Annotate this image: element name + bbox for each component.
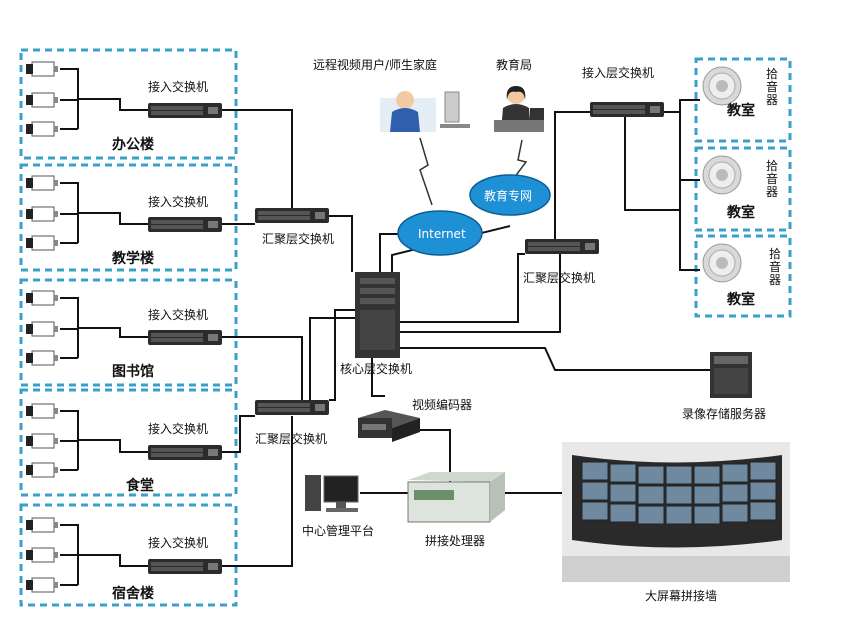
box-classroom-2 — [694, 146, 792, 232]
camera-icon — [25, 403, 59, 419]
aggregation-switch-top-label: 汇聚层交换机 — [262, 232, 335, 246]
switch-icon — [148, 217, 222, 232]
switch-icon — [148, 103, 222, 118]
storage-server-icon — [710, 352, 752, 398]
box-office — [19, 48, 238, 160]
box-classroom-1 — [694, 57, 792, 143]
box-dorm — [19, 503, 238, 607]
camera-icon — [25, 462, 59, 478]
camera-icon — [25, 577, 59, 593]
education-bureau-label: 教育局 — [496, 58, 533, 72]
camera-icon — [25, 290, 59, 306]
camera-icon — [25, 175, 59, 191]
switch-icon — [148, 330, 222, 345]
splicing-processor-label: 拼接处理器 — [425, 534, 486, 548]
aggregation-switch-bottom-icon — [255, 400, 329, 415]
camera-icon — [25, 321, 59, 337]
aggregation-switch-top-icon — [255, 208, 329, 223]
network-links — [222, 99, 710, 567]
pickup-mic-icon — [702, 243, 742, 283]
right-access-switch-label: 接入层交换机 — [582, 66, 655, 80]
camera-icon — [25, 206, 59, 222]
camera-wiring — [60, 68, 148, 586]
edu-network-label: 教育专网 — [484, 189, 533, 203]
remote-users-label: 远程视频用户/师生家庭 — [313, 58, 438, 72]
box-library — [19, 278, 238, 387]
video-wall-icon — [562, 442, 790, 582]
right-access-switch-icon — [590, 102, 664, 117]
management-platform-icon — [305, 475, 359, 512]
pickup-label: 拾音器 — [768, 247, 781, 287]
camera-icon — [25, 547, 59, 563]
internet-label: Internet — [418, 227, 466, 241]
camera-icon — [25, 235, 59, 251]
pickup-label: 拾音器 — [765, 67, 778, 107]
building-boxes — [19, 48, 238, 607]
core-switch-icon — [355, 272, 400, 358]
access-switch-label: 接入交换机 — [148, 80, 209, 94]
building-library-label: 图书馆 — [112, 364, 154, 380]
camera-icon — [25, 517, 59, 533]
aggregation-switch-bottom-label: 汇聚层交换机 — [255, 432, 328, 446]
camera-icon — [25, 61, 59, 77]
classroom-label: 教室 — [727, 103, 755, 119]
video-encoder-label: 视频编码器 — [412, 398, 473, 412]
building-office-label: 办公楼 — [112, 137, 154, 153]
box-canteen — [19, 388, 238, 497]
camera-icon — [25, 92, 59, 108]
aggregation-switch-right-label: 汇聚层交换机 — [523, 271, 596, 285]
classroom-label: 教室 — [727, 205, 755, 221]
pickup-label: 拾音器 — [765, 159, 778, 199]
wireless-links — [419, 137, 528, 206]
access-switch-label: 接入交换机 — [148, 195, 209, 209]
classroom-label: 教室 — [727, 292, 755, 308]
edu-network-cloud-icon — [469, 174, 551, 216]
switch-icon — [148, 445, 222, 460]
video-encoder-icon — [358, 410, 420, 442]
access-switch-label: 接入交换机 — [148, 536, 209, 550]
box-teaching — [19, 163, 238, 272]
access-switches — [148, 103, 222, 574]
pickup-mic-icon — [702, 66, 742, 106]
camera-icon — [25, 121, 59, 137]
building-dorm-label: 宿舍楼 — [112, 586, 154, 602]
switch-icon — [148, 559, 222, 574]
storage-server-label: 录像存储服务器 — [682, 407, 767, 421]
box-classroom-3 — [694, 234, 792, 318]
management-platform-label: 中心管理平台 — [302, 524, 375, 538]
camera-icons — [25, 61, 59, 593]
building-teaching-label: 教学楼 — [112, 251, 154, 267]
building-canteen-label: 食堂 — [126, 478, 154, 494]
camera-icon — [25, 350, 59, 366]
pickup-mic-icon — [702, 155, 742, 195]
education-bureau-icon — [494, 86, 544, 132]
internet-cloud-icon — [397, 210, 483, 256]
classroom-boxes — [694, 57, 792, 318]
remote-user-icon — [380, 91, 470, 132]
access-switch-label: 接入交换机 — [148, 422, 209, 436]
aggregation-switch-right-icon — [525, 239, 599, 254]
splicing-processor-icon — [407, 472, 505, 523]
access-switch-label: 接入交换机 — [148, 308, 209, 322]
video-wall-label: 大屏幕拼接墙 — [645, 589, 718, 603]
core-switch-label: 核心层交换机 — [340, 362, 413, 376]
camera-icon — [25, 433, 59, 449]
